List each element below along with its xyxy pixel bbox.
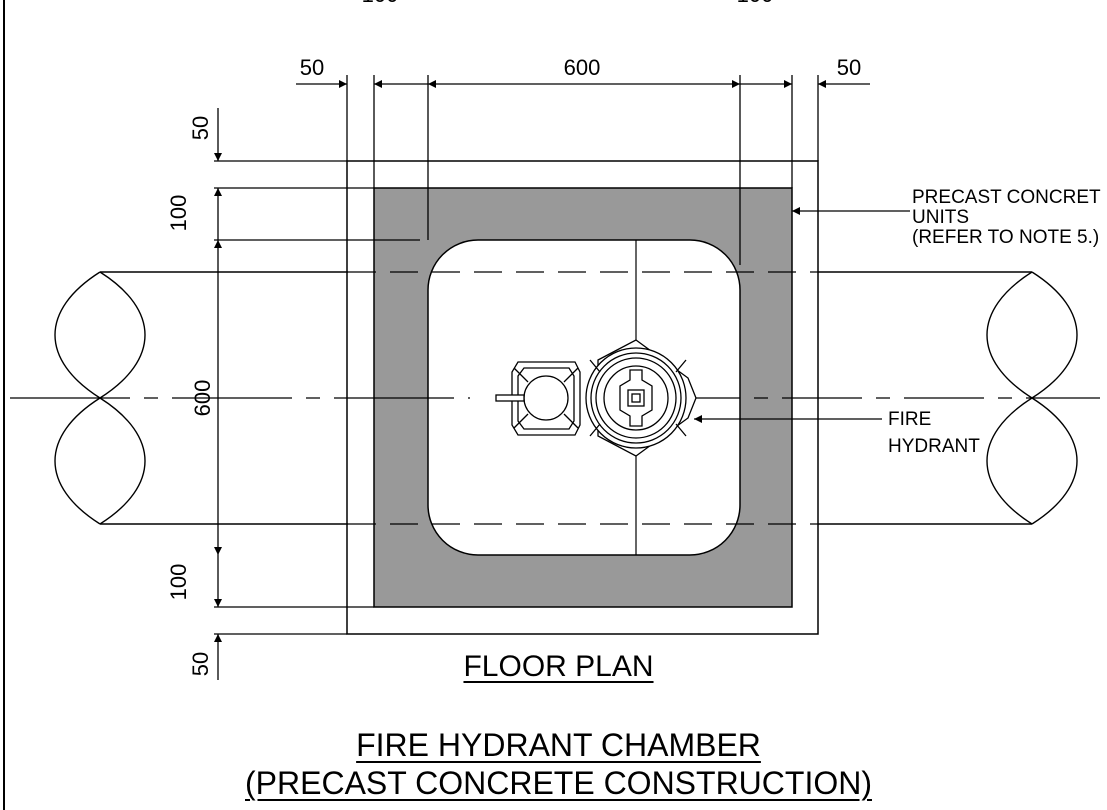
dim-top-600: 600 (564, 55, 601, 80)
label-precast-line2: UNITS (912, 207, 969, 228)
label-precast-line1: PRECAST CONCRET (912, 187, 1101, 208)
dim-v-bot-50: 50 (188, 652, 213, 676)
pipe-right (818, 271, 1078, 525)
precast-concrete-ring (373, 187, 793, 608)
dim-top-right-cut: 100 (737, 0, 774, 7)
dim-right-50: 50 (837, 55, 861, 80)
dim-v-mid-600: 600 (190, 380, 215, 417)
label-precast-line3: (REFER TO NOTE 5.) (912, 227, 1099, 248)
vertical-dimension (214, 108, 420, 680)
dim-v-top-100: 100 (166, 195, 191, 232)
dim-v-bot-100: 100 (166, 564, 191, 601)
dim-top-left-cut: 100 (362, 0, 399, 7)
fire-hydrant-symbol (495, 339, 697, 457)
floor-plan-title: FLOOR PLAN (463, 650, 654, 683)
chamber-title: FIRE HYDRANT CHAMBER (356, 727, 761, 763)
dim-left-50: 50 (300, 55, 324, 80)
horizontal-dimension (296, 75, 870, 265)
label-hydrant-line2: HYDRANT (888, 436, 980, 457)
construction-subtitle: (PRECAST CONCRETE CONSTRUCTION) (245, 765, 872, 801)
dim-v-top-50: 50 (188, 116, 213, 140)
label-hydrant-line1: FIRE (888, 409, 931, 430)
pipe-left (54, 271, 348, 525)
